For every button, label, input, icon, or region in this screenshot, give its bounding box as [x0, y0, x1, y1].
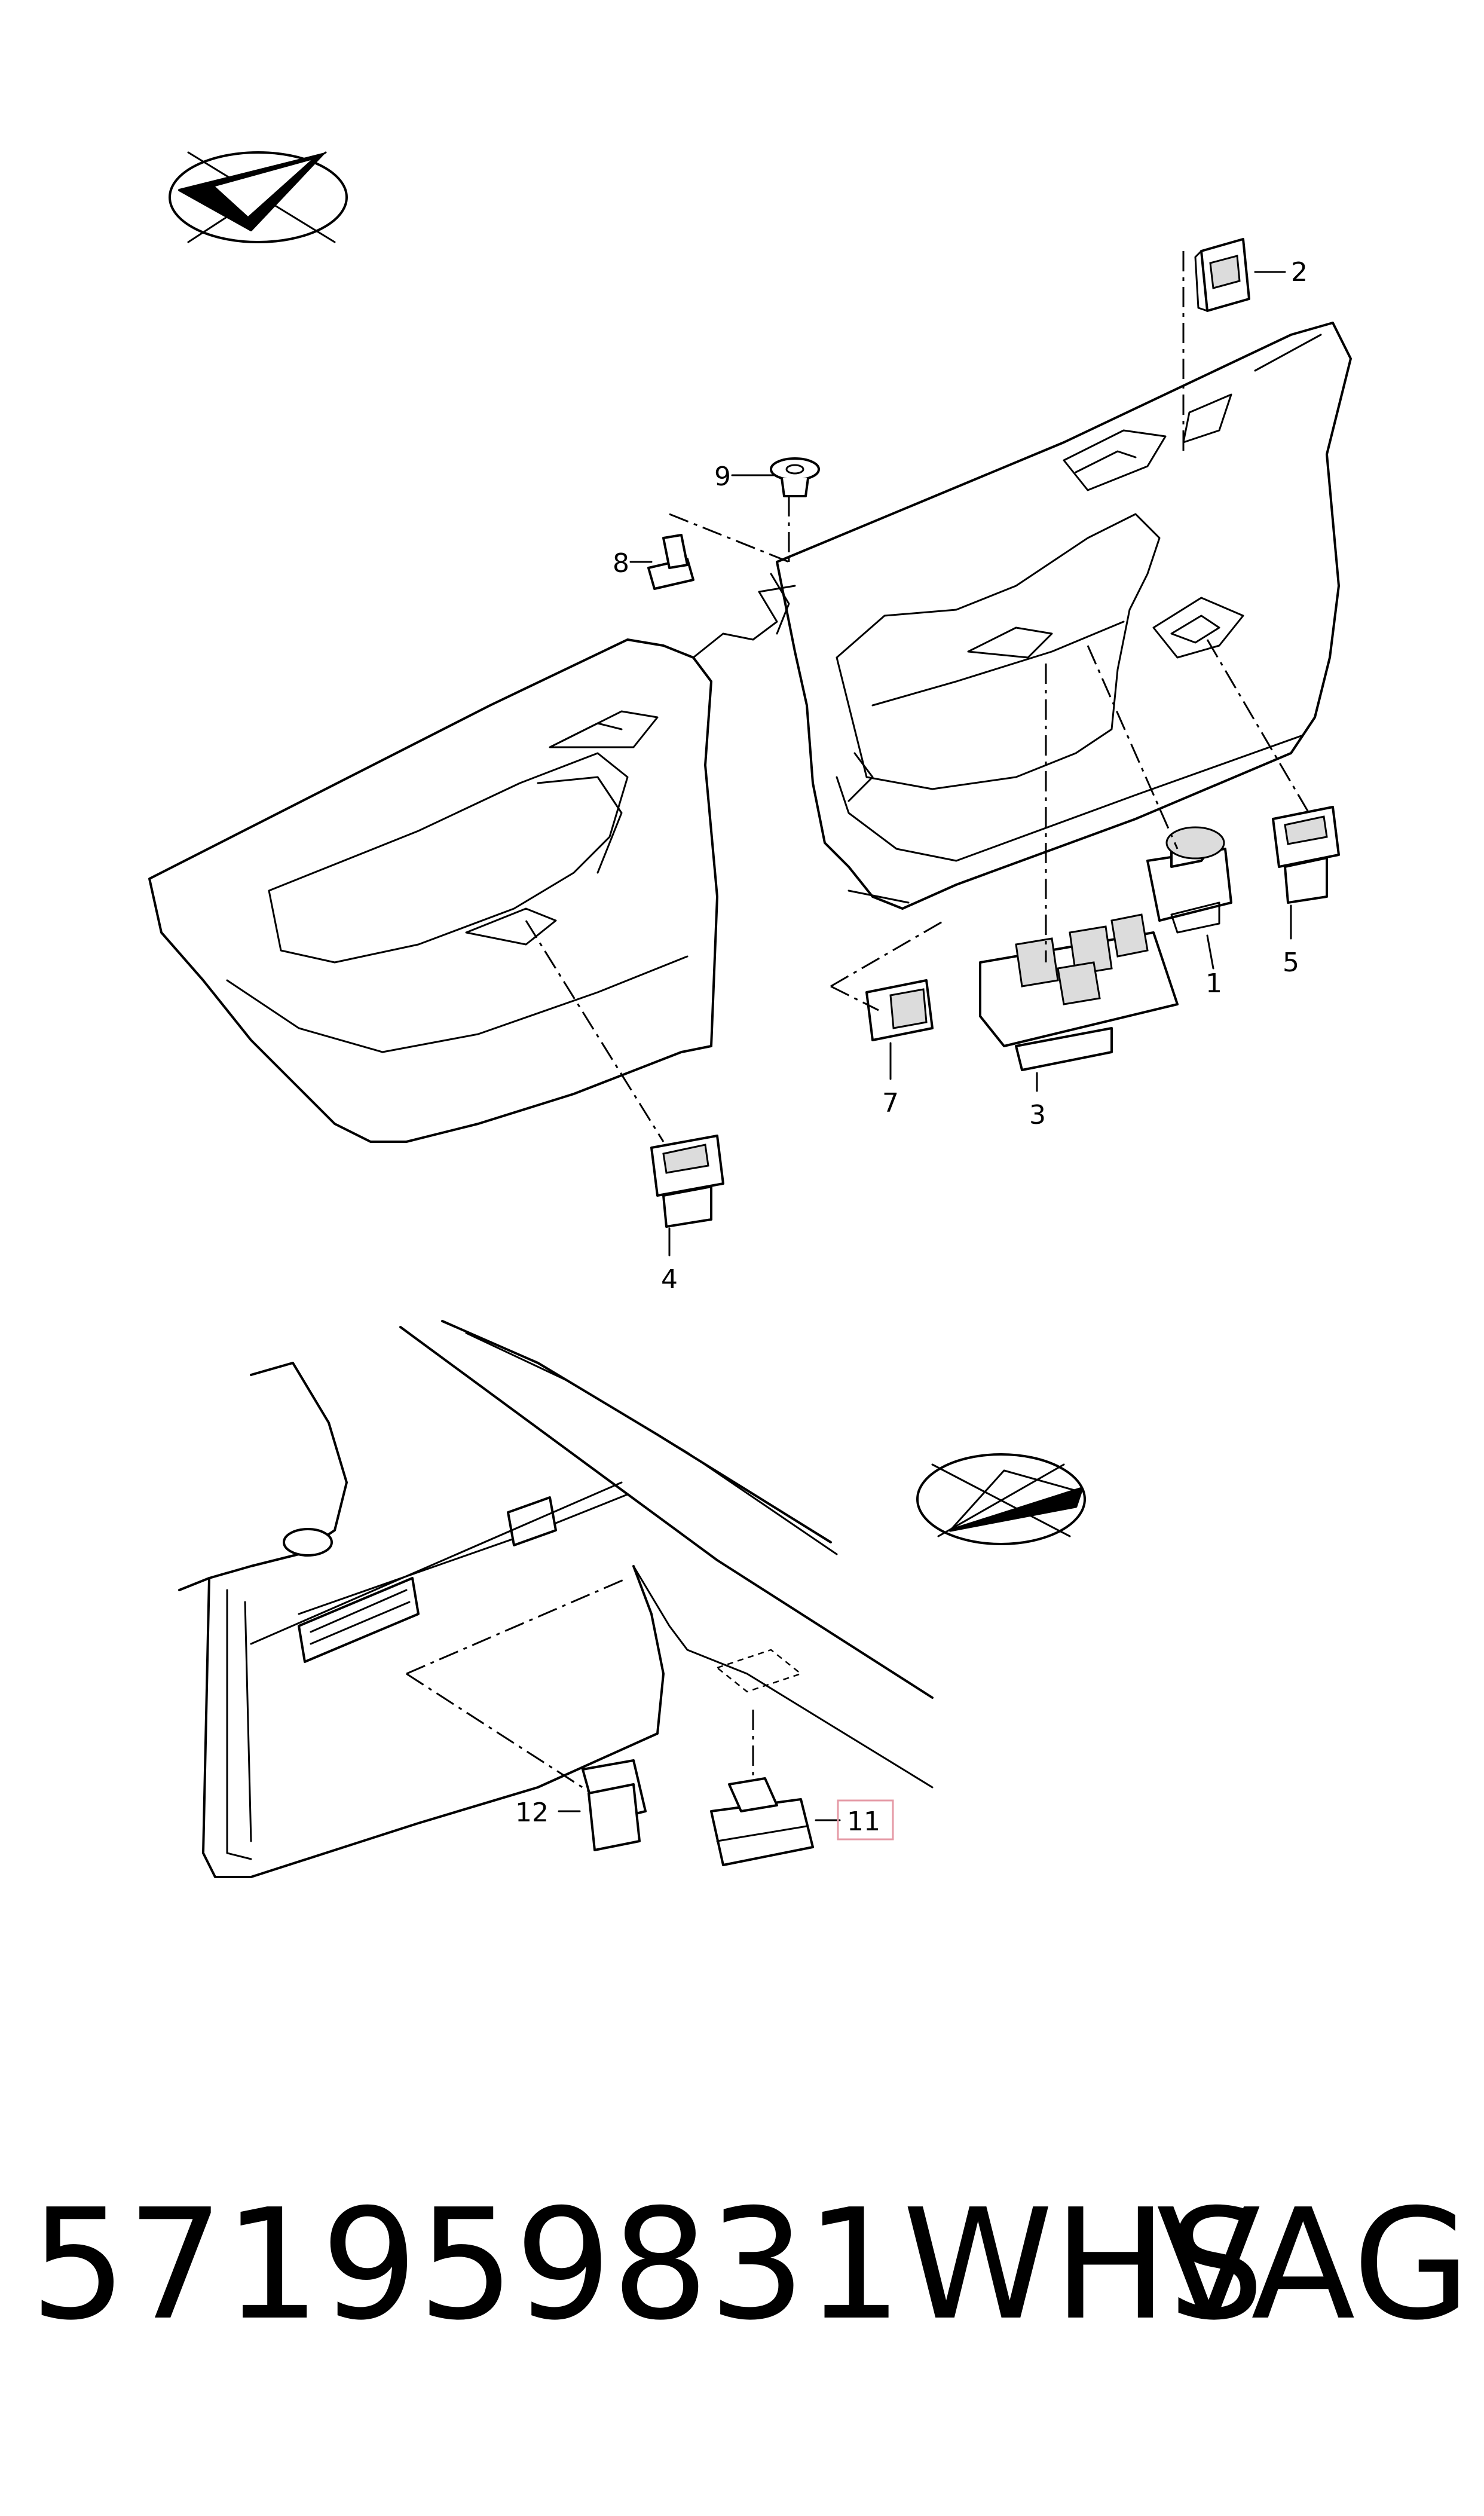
part-2-switch [1194, 238, 1250, 312]
callout-1: 1 [1205, 968, 1222, 999]
part-1-mirror-switch [1146, 826, 1232, 934]
brand-name: VAG [1156, 2176, 1471, 2354]
part-3-switch-block [979, 913, 1179, 1071]
leader-lines-top [525, 251, 1310, 1257]
part-5-window-switch [1272, 806, 1340, 904]
part-12-switch [558, 1759, 647, 1851]
rear-door-panel [148, 585, 796, 1143]
part-11-switch [710, 1777, 841, 1866]
callout-7: 7 [882, 1088, 899, 1118]
callout-11: 11 [847, 1806, 880, 1837]
orientation-icon-bottom [916, 1453, 1086, 1545]
part-9-clip [770, 457, 820, 497]
callout-3: 3 [1029, 1100, 1046, 1130]
callout-2: 2 [1291, 257, 1308, 288]
orientation-icon-top [169, 151, 348, 243]
callout-5: 5 [1283, 947, 1299, 978]
part-7-button [865, 979, 934, 1041]
callout-12: 12 [515, 1797, 549, 1828]
callout-4: 4 [661, 1264, 678, 1295]
callout-9: 9 [714, 461, 731, 492]
front-door-panel [770, 322, 1352, 910]
part-8-bracket [647, 534, 694, 590]
part-number: 571959831WHS [30, 2176, 1265, 2354]
part-4-window-switch [650, 1135, 724, 1228]
vehicle-interior [178, 1320, 934, 1878]
highlight-box-11 [837, 1799, 894, 1841]
callout-8: 8 [613, 548, 629, 579]
